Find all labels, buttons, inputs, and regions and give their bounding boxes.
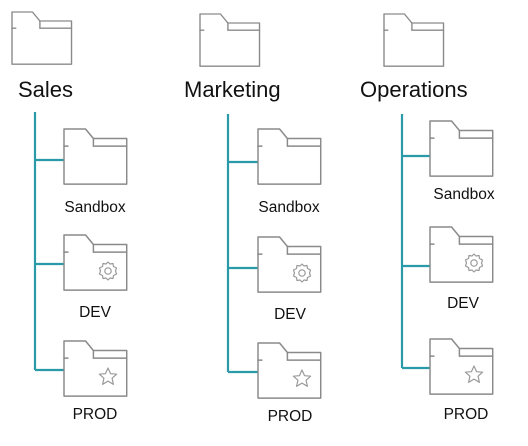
folder-prod: PROD (63, 340, 128, 423)
folder-dev: DEV (63, 234, 128, 321)
connector-lines (226, 114, 258, 374)
folder-gear-icon (63, 234, 128, 291)
folder-star-icon (63, 340, 128, 397)
folder-sandbox: Sandbox (429, 120, 495, 203)
folder-label: DEV (79, 304, 112, 321)
folder-prod: PROD (429, 338, 494, 423)
folder-label: PROD (73, 406, 118, 423)
folder-gear-icon (257, 236, 322, 293)
folder-icon (63, 128, 128, 185)
folder-icon (257, 128, 322, 185)
folder-star-icon (429, 338, 494, 395)
group-title: Sales (18, 77, 73, 102)
folder-label: PROD (444, 406, 489, 423)
folder-gear-icon (429, 226, 494, 283)
folder-label: DEV (274, 306, 307, 323)
folder-label: PROD (268, 408, 313, 425)
folder-label: Sandbox (433, 186, 494, 203)
folder-label: DEV (447, 295, 480, 312)
folder-sandbox: Sandbox (257, 128, 322, 216)
group-title: Operations (360, 77, 468, 102)
folder-prod: PROD (257, 342, 322, 425)
folder-label: Sandbox (64, 199, 125, 216)
folder-dev: DEV (257, 236, 322, 323)
connector-lines (400, 114, 430, 370)
group-sales: Sales Sandbox DEV PROD (11, 11, 128, 423)
group-operations: Operations Sandbox DEV PROD (360, 13, 495, 423)
folder-star-icon (257, 342, 322, 399)
group-title: Marketing (184, 77, 281, 102)
folder-icon (11, 11, 73, 65)
connector-lines (33, 112, 64, 372)
folder-icon (429, 120, 494, 177)
folder-label: Sandbox (258, 199, 319, 216)
folder-icon (383, 13, 445, 67)
folder-icon (199, 13, 261, 67)
group-marketing: Marketing Sandbox DEV PROD (184, 13, 322, 425)
folder-dev: DEV (429, 226, 494, 312)
folder-sandbox: Sandbox (63, 128, 128, 216)
